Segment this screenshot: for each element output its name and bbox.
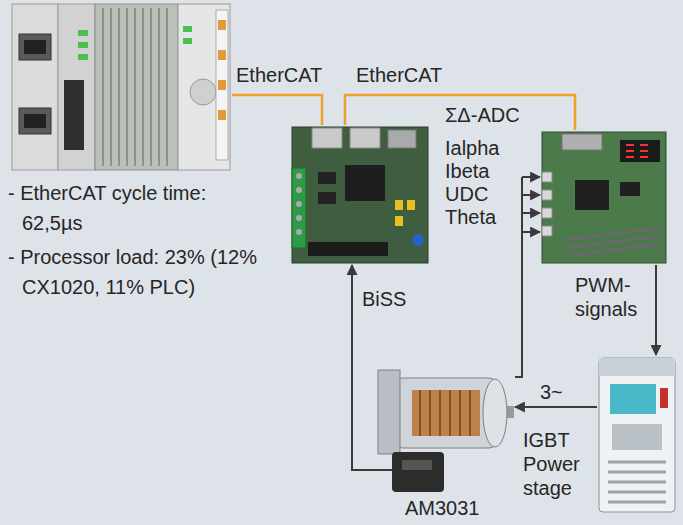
caption-block: - EtherCAT cycle time: 62,5µs- Processor…	[8, 178, 260, 306]
connector-detail	[402, 460, 432, 470]
led	[78, 42, 88, 48]
plc-node: - EtherCAT cycle time: 62,5µs- Processor…	[10, 2, 232, 172]
signal-arrows	[522, 177, 540, 232]
signal-arrow	[522, 194, 540, 196]
end-cap	[483, 379, 507, 447]
connector-label: EtherCAT	[234, 64, 324, 87]
caption-text: PWM-signals	[575, 273, 649, 321]
screws	[296, 176, 302, 232]
pin-header	[308, 242, 388, 256]
connector	[388, 130, 416, 148]
connector	[515, 406, 597, 408]
processor-chip	[345, 165, 385, 201]
caption-text: IGBT Power stage	[523, 428, 593, 500]
jumper	[407, 200, 415, 210]
pcb	[292, 127, 428, 263]
igbt-node: IGBT Power stage	[597, 355, 677, 515]
top-plate	[599, 358, 675, 376]
jumper	[395, 216, 403, 226]
connector-label: 3~	[538, 381, 565, 404]
signal-arrow	[522, 212, 540, 214]
flange	[378, 370, 400, 454]
motor-illustration	[378, 370, 514, 492]
connector	[655, 265, 657, 355]
signal-bus	[521, 177, 523, 232]
terminal	[218, 80, 226, 90]
caption-text: AM3031	[405, 496, 505, 520]
pcb	[542, 132, 666, 263]
terminal-block	[292, 168, 306, 248]
windings	[412, 390, 480, 436]
motor-node: AM3031	[370, 365, 515, 495]
signal-name: UDC	[443, 183, 490, 206]
signal-arrow	[522, 176, 540, 178]
ribbon-cable	[565, 228, 660, 256]
display-segments	[626, 145, 648, 157]
ethercat-board-node	[290, 125, 430, 265]
ribbed-unit	[95, 4, 178, 170]
terminal	[218, 50, 226, 60]
rj45-socket	[24, 114, 46, 128]
jumper	[395, 200, 403, 210]
rj45-socket	[24, 40, 46, 54]
controller-board-node: PWM-signals	[540, 130, 668, 265]
motor-body	[395, 378, 497, 448]
slot	[64, 80, 84, 150]
ethercat-board	[292, 127, 428, 263]
caption-text: - EtherCAT cycle time: 62,5µs	[8, 178, 260, 238]
signal-name: Ialpha	[443, 137, 502, 160]
chip	[575, 180, 609, 210]
plc-illustration	[12, 4, 230, 170]
terminal	[218, 20, 226, 30]
potentiometer	[412, 234, 424, 246]
terminal	[218, 110, 226, 120]
igbt-illustration	[599, 358, 675, 512]
heatsink	[608, 462, 666, 502]
io-module	[58, 4, 95, 170]
ribs	[103, 8, 167, 166]
connector-label: EtherCAT	[354, 64, 444, 87]
caption-text: - Processor load: 23% (12% CX1020, 11% P…	[8, 242, 260, 302]
connector	[345, 95, 575, 130]
caption-block: PWM-signals	[575, 273, 649, 321]
led	[78, 30, 88, 36]
caption-block: AM3031	[405, 496, 505, 520]
driver-board	[610, 384, 656, 414]
winding-lines	[420, 390, 470, 436]
signal-name: Ibeta	[443, 160, 491, 183]
caption-block: IGBT Power stage	[523, 428, 593, 500]
led	[183, 38, 192, 44]
housing	[599, 358, 675, 512]
igbt-module	[612, 424, 662, 450]
signal-name: Theta	[443, 206, 498, 229]
wire	[660, 388, 668, 408]
signal-input	[542, 172, 552, 182]
connector	[515, 232, 540, 377]
bus-coupler	[178, 4, 230, 170]
terminal-strip	[216, 10, 228, 160]
connector-label: BiSS	[360, 288, 408, 311]
chip	[318, 192, 336, 204]
chip	[620, 182, 640, 196]
signal-input	[542, 208, 552, 218]
rj45-port	[312, 128, 342, 148]
signal-input	[542, 226, 552, 236]
encoder-connector	[392, 452, 444, 492]
led	[183, 26, 192, 32]
rj45-port	[19, 34, 51, 60]
rj45-port	[19, 108, 51, 134]
seven-segment-display	[620, 140, 660, 162]
connector	[232, 95, 322, 125]
signal-input	[542, 190, 552, 200]
connector	[562, 134, 602, 150]
rj45-port	[350, 128, 380, 148]
led	[78, 54, 88, 60]
controller-board	[542, 132, 666, 263]
chip	[318, 172, 336, 184]
dial	[190, 79, 216, 105]
cpu-module	[12, 4, 58, 170]
connector-label: ΣΔ-ADC	[443, 104, 522, 127]
